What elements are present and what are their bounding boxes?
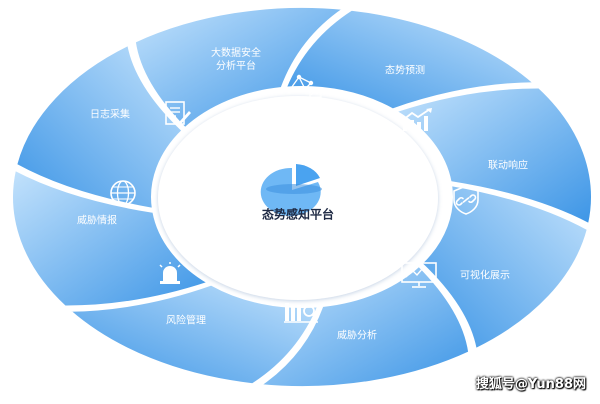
ring-segment-risk-management: [67, 283, 320, 386]
segment-label-linkage-response: 联动响应: [488, 160, 528, 172]
ring-segment-situation-prediction: [284, 8, 537, 111]
network-analysis-icon: [286, 74, 322, 98]
ring-segment-threat-analysis: [257, 264, 471, 389]
watermark: 搜狐号@Yun88网: [475, 377, 586, 392]
globe-target-icon: [110, 180, 136, 206]
monitor-chart-icon: [401, 262, 437, 288]
bar-search-icon: [284, 303, 318, 323]
alarm-bell-icon: [159, 262, 181, 284]
ring-segment-visualization: [420, 183, 589, 351]
segment-label-log-collection: 日志采集: [90, 109, 130, 121]
ring-segment-log-collection: [15, 43, 184, 211]
segment-label-situation-prediction: 态势预测: [385, 65, 425, 77]
segment-label-threat-analysis: 威胁分析: [337, 330, 377, 342]
ring-segment-threat-intel: [11, 168, 211, 308]
segment-label-visualization: 可视化展示: [460, 270, 510, 282]
ring-segment-big-data-security: [133, 5, 347, 130]
shield-link-icon: [453, 185, 479, 215]
segment-label-threat-intel: 威胁情报: [77, 215, 117, 227]
document-edit-icon: [165, 101, 191, 125]
ring-segment-linkage-response: [393, 86, 593, 226]
segment-label-big-data-security: 大数据安全 分析平台: [211, 48, 261, 72]
pie-chart-icon: [260, 164, 322, 216]
trend-chart-icon: [402, 108, 432, 131]
center-title: 态势感知平台: [261, 207, 335, 222]
segment-label-risk-management: 风险管理: [166, 315, 206, 327]
